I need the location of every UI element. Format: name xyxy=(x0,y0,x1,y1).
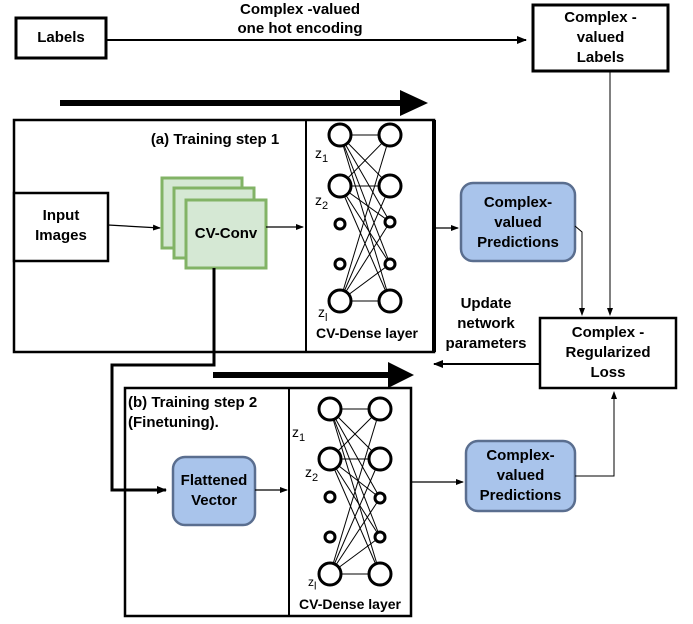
conv-to-flattened-route xyxy=(110,268,216,494)
loss-box xyxy=(538,316,678,390)
step2-title: (b) Training step 2 (Finetuning). xyxy=(128,394,258,431)
step2-dense-caption: CV-Dense layer xyxy=(299,596,401,612)
loss-text: Complex - Regularized Loss xyxy=(565,324,651,381)
dense-network-1-nodes xyxy=(327,122,403,314)
input-to-conv-arrow xyxy=(107,224,161,231)
step2-zl-label: zl xyxy=(308,575,317,593)
step2-z1-label: z1 xyxy=(292,424,306,444)
labels-box xyxy=(14,16,108,60)
flattened-vector-text: Flattened Vector xyxy=(180,472,248,509)
predictions2-to-loss-arrow xyxy=(575,391,617,477)
dense-network-2-nodes xyxy=(317,396,393,587)
input-images-box xyxy=(12,191,110,263)
step1-dense-caption: CV-Dense layer xyxy=(316,325,418,341)
dense-network-2 xyxy=(329,408,381,575)
dense-network-1 xyxy=(339,134,391,302)
step2-z2-label: z2 xyxy=(305,464,319,484)
input-images-text: Input Images xyxy=(35,207,87,244)
cv-conv-text: CV-Conv xyxy=(194,225,258,242)
cv-labels-box xyxy=(531,3,670,73)
step1-title: (a) Training step 1 xyxy=(150,131,280,148)
step1-predictions-box xyxy=(459,181,577,263)
labels-box-text: Labels xyxy=(37,29,85,46)
update-parameters-caption: Update network parameters xyxy=(445,295,527,352)
step1-predictions-text: Complex- valued Predictions xyxy=(477,194,559,251)
flattened-vector-box xyxy=(171,455,257,527)
encoding-caption: Complex -valued one hot encoding xyxy=(237,1,363,37)
training-direction-arrow-1 xyxy=(60,90,428,116)
predictions1-to-loss-arrow xyxy=(574,225,585,316)
training-direction-arrow-2 xyxy=(213,362,414,388)
step1-z1-label: z1 xyxy=(315,145,329,165)
step2-predictions-text: Complex- valued Predictions xyxy=(479,447,562,504)
cv-conv-box xyxy=(184,198,268,270)
cv-labels-text: Complex - valued Labels xyxy=(564,9,637,66)
step1-zl-label: zl xyxy=(318,304,328,324)
training-step-2-panel xyxy=(123,386,413,618)
step1-z2-label: z2 xyxy=(315,192,329,212)
